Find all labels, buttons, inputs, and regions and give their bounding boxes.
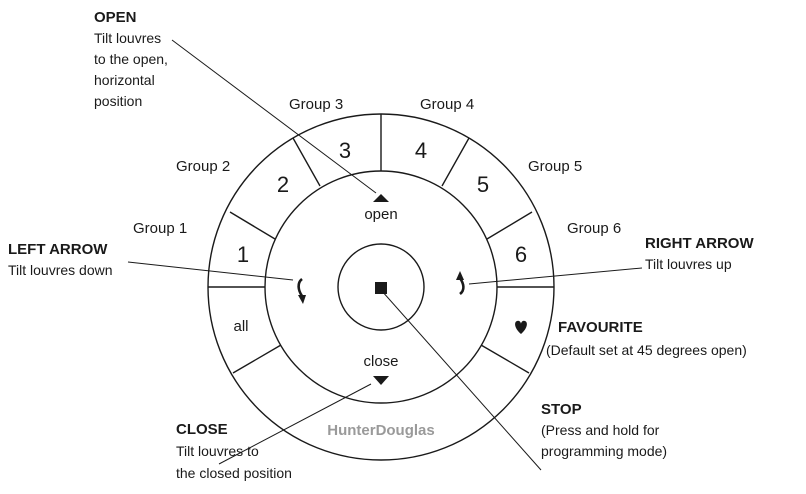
group-2-button[interactable]: 2 bbox=[277, 172, 289, 197]
group-6-button[interactable]: 6 bbox=[515, 242, 527, 267]
close-callout: CLOSE Tilt louvres to the closed positio… bbox=[176, 421, 292, 481]
group-3-button[interactable]: 3 bbox=[339, 138, 351, 163]
close-button[interactable]: close bbox=[363, 353, 399, 385]
close-callout-line-2: the closed position bbox=[176, 465, 292, 481]
stop-callout-title: STOP bbox=[541, 401, 582, 418]
triangle-down-icon bbox=[373, 376, 389, 385]
divider-fav-bottom bbox=[480, 344, 530, 374]
close-callout-title: CLOSE bbox=[176, 421, 228, 438]
favourite-callout-line-1: (Default set at 45 degrees open) bbox=[546, 342, 747, 358]
group-5-number: 5 bbox=[477, 172, 489, 197]
divider-1-2 bbox=[229, 211, 276, 240]
divider-4-5 bbox=[441, 137, 470, 187]
right-arrow-button[interactable] bbox=[456, 271, 465, 296]
group-4-button[interactable]: 4 bbox=[415, 138, 427, 163]
stop-callout: STOP (Press and hold for programming mod… bbox=[541, 401, 667, 459]
curved-arrow-up-icon bbox=[456, 271, 465, 296]
left-leader-line bbox=[127, 261, 294, 281]
group-1-number: 1 bbox=[237, 242, 249, 267]
group-4-number: 4 bbox=[415, 138, 427, 163]
curved-arrow-down-icon bbox=[297, 277, 306, 304]
close-callout-line-1: Tilt louvres to bbox=[176, 443, 259, 459]
open-callout: OPEN Tilt louvres to the open, horizonta… bbox=[94, 9, 168, 109]
group-6-number: 6 bbox=[515, 242, 527, 267]
group-4-label: Group 4 bbox=[420, 96, 474, 113]
group-6-label: Group 6 bbox=[567, 220, 621, 237]
heart-icon bbox=[515, 320, 527, 334]
open-callout-line-3: horizontal bbox=[94, 72, 155, 88]
open-callout-line-1: Tilt louvres bbox=[94, 30, 161, 46]
open-callout-line-4: position bbox=[94, 93, 142, 109]
triangle-up-icon bbox=[373, 194, 389, 202]
all-label: all bbox=[233, 318, 248, 335]
open-button[interactable]: open bbox=[364, 194, 398, 223]
stop-ring bbox=[337, 243, 425, 331]
stop-callout-line-2: programming mode) bbox=[541, 443, 667, 459]
divider-5-6 bbox=[486, 211, 533, 240]
favourite-button[interactable] bbox=[515, 320, 527, 334]
left-arrow-callout-title: LEFT ARROW bbox=[8, 241, 108, 258]
divider-2-3 bbox=[292, 137, 321, 187]
favourite-callout: FAVOURITE (Default set at 45 degrees ope… bbox=[546, 319, 747, 358]
group-3-label: Group 3 bbox=[289, 96, 343, 113]
left-arrow-callout: LEFT ARROW Tilt louvres down bbox=[8, 241, 113, 278]
right-arrow-callout-line-1: Tilt louvres up bbox=[645, 256, 732, 272]
group-1-label: Group 1 bbox=[133, 220, 187, 237]
close-leader-line bbox=[218, 383, 372, 465]
group-2-label: Group 2 bbox=[176, 158, 230, 175]
stop-leader-line bbox=[380, 289, 542, 471]
group-5-label: Group 5 bbox=[528, 158, 582, 175]
brand-logo: HunterDouglas bbox=[327, 422, 435, 439]
left-arrow-callout-line-1: Tilt louvres down bbox=[8, 262, 113, 278]
remote-body bbox=[207, 113, 555, 461]
open-label: open bbox=[364, 206, 397, 223]
right-arrow-callout-title: RIGHT ARROW bbox=[645, 235, 754, 252]
stop-button[interactable] bbox=[375, 282, 387, 294]
stop-square-icon bbox=[375, 282, 387, 294]
group-1-button[interactable]: 1 bbox=[237, 242, 249, 267]
group-2-number: 2 bbox=[277, 172, 289, 197]
all-button[interactable]: all bbox=[233, 318, 248, 335]
open-leader-line bbox=[171, 39, 377, 194]
group-5-button[interactable]: 5 bbox=[477, 172, 489, 197]
favourite-callout-title: FAVOURITE bbox=[558, 319, 643, 336]
divider-all-bottom bbox=[232, 344, 282, 374]
right-arrow-callout: RIGHT ARROW Tilt louvres up bbox=[645, 235, 754, 272]
close-label: close bbox=[363, 353, 398, 370]
left-arrow-button[interactable] bbox=[297, 277, 306, 304]
stop-callout-line-1: (Press and hold for bbox=[541, 422, 660, 438]
open-callout-title: OPEN bbox=[94, 9, 137, 26]
right-leader-line bbox=[468, 267, 643, 285]
group-3-number: 3 bbox=[339, 138, 351, 163]
open-callout-line-2: to the open, bbox=[94, 51, 168, 67]
